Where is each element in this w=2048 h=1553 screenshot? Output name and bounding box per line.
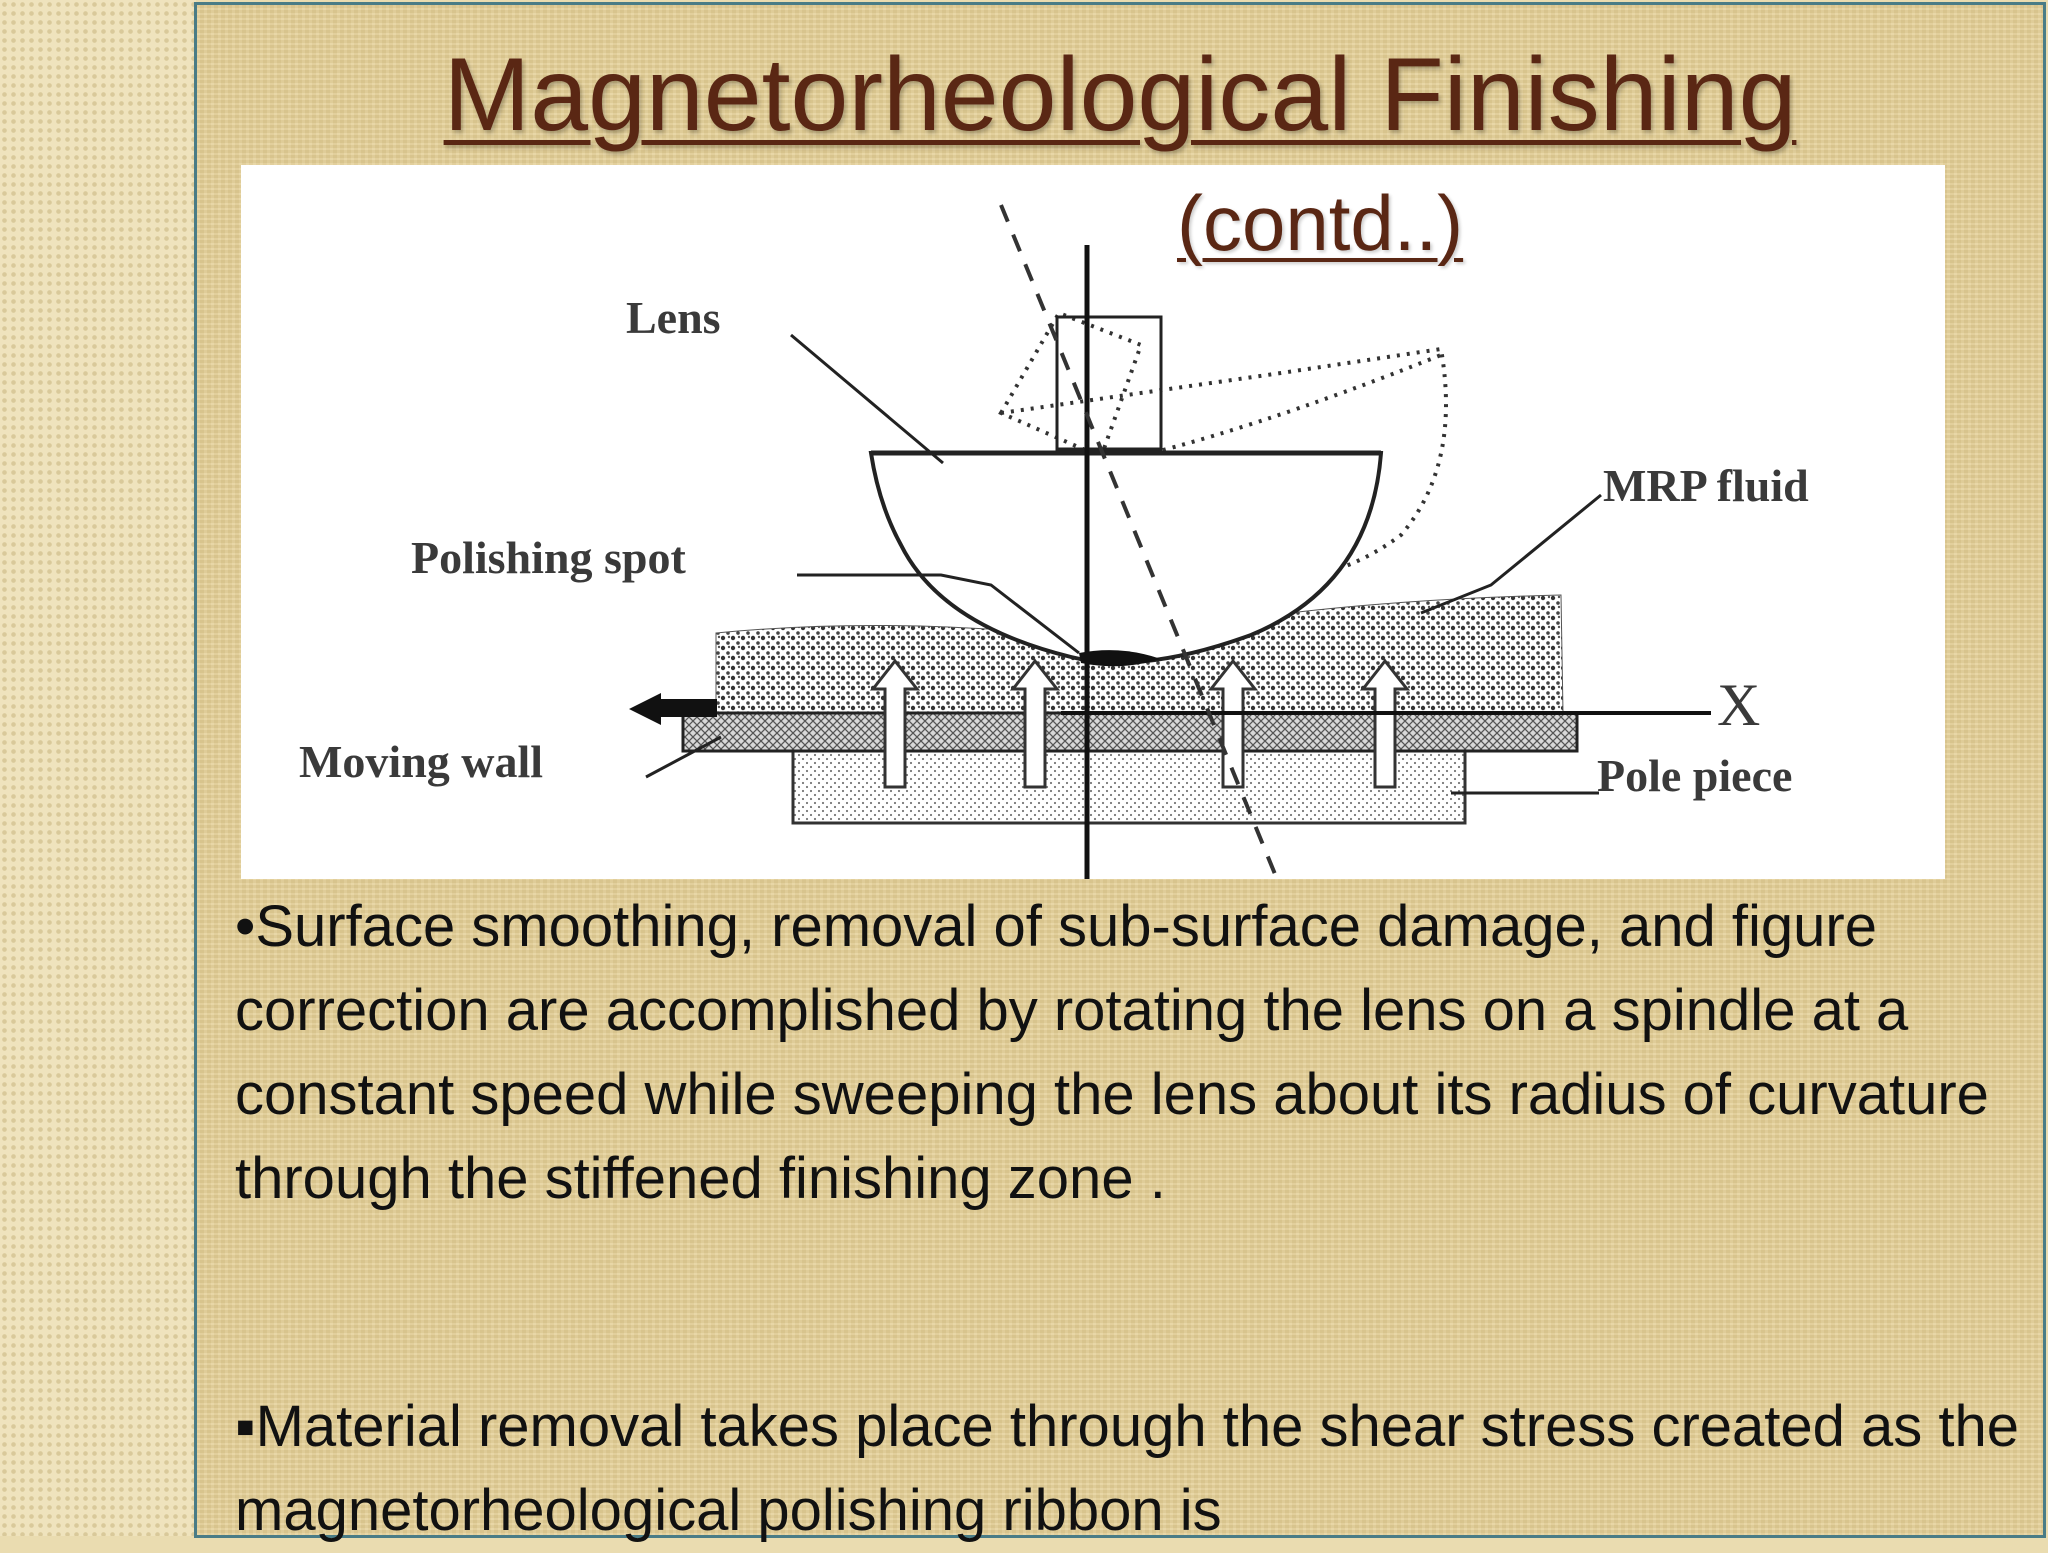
slide-title: Magnetorheological Finishing: [443, 37, 1797, 153]
label-axis-x: X: [1717, 672, 1760, 738]
polishing-spot: [1079, 650, 1161, 667]
bullet-marker: •: [235, 894, 256, 959]
moving-wall-plate: [681, 711, 1579, 753]
label-mrp-fluid: MRP fluid: [1603, 460, 1809, 511]
bullet-text: Surface smoothing, removal of sub-surfac…: [235, 894, 1989, 1211]
slide: Lens MRP fluid Polishing spot Moving wal…: [194, 2, 2046, 1543]
bullet-text: Material removal takes place through the…: [235, 1394, 2020, 1543]
lens-holder: [1055, 315, 1163, 451]
bullet-marker: ▪: [235, 1394, 256, 1459]
mrf-diagram: Lens MRP fluid Polishing spot Moving wal…: [241, 165, 1945, 879]
mrf-diagram-drawing: Lens MRP fluid Polishing spot Moving wal…: [299, 204, 1809, 879]
magnetic-field-arrows: [869, 658, 1411, 789]
wall-direction-arrow: [629, 693, 717, 725]
label-moving-wall: Moving wall: [299, 736, 543, 787]
label-lens: Lens: [626, 292, 721, 343]
label-pole-piece: Pole piece: [1597, 750, 1792, 801]
label-polishing-spot: Polishing spot: [411, 532, 686, 583]
slide-subtitle: (contd..): [1177, 179, 1464, 267]
bullet-item: •Surface smoothing, removal of sub-surfa…: [235, 885, 2025, 1221]
left-decorative-strip: [0, 0, 196, 1536]
bullet-item: ▪Material removal takes place through th…: [235, 1385, 2025, 1553]
